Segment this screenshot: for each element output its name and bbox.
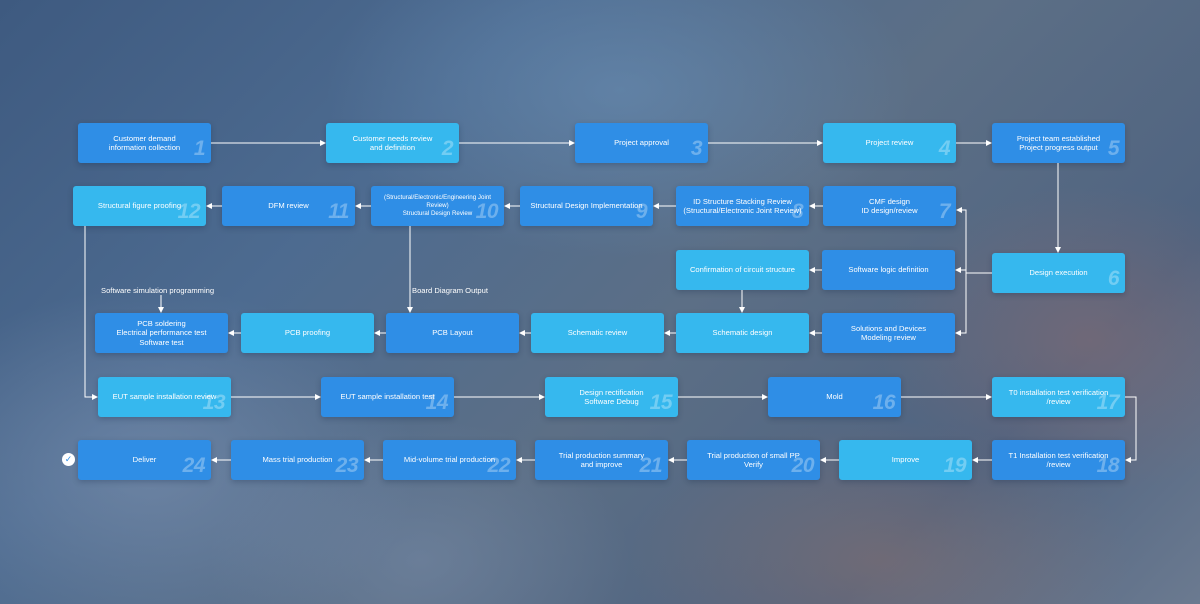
sub-step-box: Schematic review <box>531 313 664 353</box>
step-number: 4 <box>938 136 951 160</box>
step-number: 20 <box>791 453 815 477</box>
step-label: T0 installation test verification /revie… <box>1008 387 1109 406</box>
sub-step-label: Software logic definition <box>848 265 929 275</box>
step-label: Project approval <box>614 138 669 148</box>
step-box: CMF design ID design/review 7 <box>823 186 956 226</box>
step-label: Mold <box>826 392 843 402</box>
board-output-note: Board Diagram Output <box>412 286 488 295</box>
sub-step-label: PCB proofing <box>284 328 331 338</box>
arrow <box>955 273 967 336</box>
step-number: 18 <box>1096 453 1120 477</box>
step-label: (Structural/Electronic/Engineering Joint… <box>384 194 491 217</box>
step-label: Structural Design Implementation <box>530 201 643 211</box>
step-box: Mold 16 <box>768 377 901 417</box>
step-label: Improve <box>891 455 920 465</box>
step-number: 8 <box>791 199 804 223</box>
arrow <box>1125 396 1137 463</box>
step-number: 5 <box>1107 136 1120 160</box>
step-label: Project review <box>865 138 914 148</box>
arrow <box>84 226 98 400</box>
step-number: 2 <box>441 136 454 160</box>
step-box: DFM review 11 <box>222 186 355 226</box>
sub-step-box: Software logic definition <box>822 250 955 290</box>
sub-step-box: Solutions and Devices Modeling review <box>822 313 955 353</box>
step-label: EUT sample installation test <box>340 392 435 402</box>
step-box: ID Structure Stacking Review (Structural… <box>676 186 809 226</box>
step-number: 12 <box>177 199 201 223</box>
step-box: Mid-volume trial production 22 <box>383 440 516 480</box>
step-label: Mid-volume trial production <box>403 455 496 465</box>
step-number: 3 <box>690 136 703 160</box>
step-number: 7 <box>938 199 951 223</box>
step-label: Project team established Project progres… <box>1016 133 1101 152</box>
step-box: Customer demand information collection 1 <box>78 123 211 163</box>
sub-step-label: PCB soldering Electrical performance tes… <box>116 318 207 347</box>
sub-step-box: PCB Layout <box>386 313 519 353</box>
step-label: Deliver <box>132 455 157 465</box>
step-number: 6 <box>1107 266 1120 290</box>
step-number: 10 <box>475 199 499 223</box>
step-number: 9 <box>635 199 648 223</box>
step-box: EUT sample installation review 13 <box>98 377 231 417</box>
check-circle-icon: ✓ <box>62 453 75 466</box>
step-box: Design rectification Software Debug 15 <box>545 377 678 417</box>
sub-step-box: Confirmation of circuit structure <box>676 250 809 290</box>
step-number: 14 <box>425 390 449 414</box>
step-box: Customer needs review and definition 2 <box>326 123 459 163</box>
arrow <box>956 207 992 274</box>
step-label: EUT sample installation review <box>112 392 217 402</box>
step-box: (Structural/Electronic/Engineering Joint… <box>371 186 504 226</box>
step-label: Customer demand information collection <box>108 133 181 152</box>
step-label: Structural figure proofing <box>97 201 182 211</box>
step-label: Design rectification Software Debug <box>579 387 644 406</box>
step-number: 23 <box>335 453 359 477</box>
step-box: Structural Design Implementation 9 <box>520 186 653 226</box>
step-number: 24 <box>182 453 206 477</box>
step-box: Project review 4 <box>823 123 956 163</box>
step-number: 21 <box>639 453 663 477</box>
step-number: 11 <box>328 199 349 223</box>
sub-step-label: Solutions and Devices Modeling review <box>850 323 927 342</box>
step-box: Deliver 24 <box>78 440 211 480</box>
step-label: CMF design ID design/review <box>861 196 918 215</box>
step-number: 1 <box>193 136 206 160</box>
step-number: 17 <box>1096 390 1120 414</box>
step-label: Trial production summary and improve <box>558 450 645 469</box>
step-label: Customer needs review and definition <box>352 133 433 152</box>
step-box: Design execution 6 <box>992 253 1125 293</box>
step-label: ID Structure Stacking Review (Structural… <box>683 196 802 215</box>
step-box: T0 installation test verification /revie… <box>992 377 1125 417</box>
step-box: Improve 19 <box>839 440 972 480</box>
step-label: Design execution <box>1029 268 1088 278</box>
step-label: Mass trial production <box>262 455 333 465</box>
step-box: EUT sample installation test 14 <box>321 377 454 417</box>
sub-step-box: PCB proofing <box>241 313 374 353</box>
sub-step-box: PCB soldering Electrical performance tes… <box>95 313 228 353</box>
step-label: T1 Installation test verification /revie… <box>1008 450 1109 469</box>
software-sim-note: Software simulation programming <box>101 286 215 295</box>
step-box: Project approval 3 <box>575 123 708 163</box>
step-box: Structural figure proofing 12 <box>73 186 206 226</box>
step-box: T1 Installation test verification /revie… <box>992 440 1125 480</box>
step-number: 16 <box>872 390 896 414</box>
sub-step-label: Schematic design <box>712 328 773 338</box>
step-number: 22 <box>487 453 511 477</box>
step-box: Trial production summary and improve 21 <box>535 440 668 480</box>
step-number: 13 <box>202 390 226 414</box>
step-box: Trial production of small PP Verify 20 <box>687 440 820 480</box>
step-box: Mass trial production 23 <box>231 440 364 480</box>
sub-step-label: Schematic review <box>567 328 628 338</box>
sub-step-box: Schematic design <box>676 313 809 353</box>
sub-step-label: Confirmation of circuit structure <box>689 265 796 275</box>
step-number: 15 <box>649 390 673 414</box>
sub-step-label: PCB Layout <box>432 328 473 338</box>
step-number: 19 <box>943 453 967 477</box>
step-label: Trial production of small PP Verify <box>707 450 800 469</box>
step-label: DFM review <box>268 201 309 211</box>
step-box: Project team established Project progres… <box>992 123 1125 163</box>
